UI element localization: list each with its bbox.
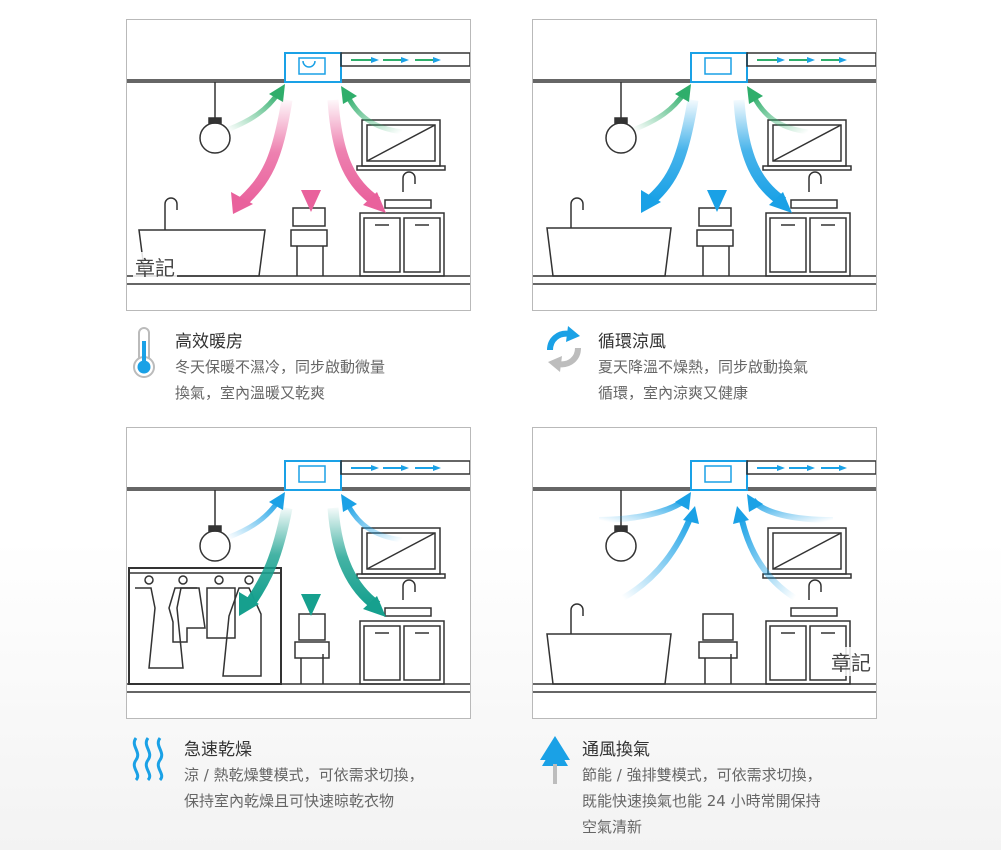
panel-drying (126, 427, 471, 719)
caption-line: 保持室內乾燥且可快速晾乾衣物 (184, 792, 395, 810)
caption-line: 換氣，室內溫暖又乾爽 (175, 384, 326, 402)
bathroom-illustration (127, 52, 470, 285)
panel-ventilation: 章記 (532, 427, 877, 719)
caption-line: 空氣清新 (582, 818, 643, 836)
caption-title: 高效暖房 (175, 332, 243, 352)
caption-description: 夏天降溫不燥熱，同步啟動換氣 循環，室內涼爽又健康 (598, 354, 808, 406)
caption-description: 涼 / 熱乾燥雙模式，可依需求切換， 保持室內乾燥且可快速晾乾衣物 (184, 762, 424, 814)
bathroom-illustration (533, 52, 876, 285)
panel-cooling (532, 19, 877, 311)
caption-line: 循環，室內涼爽又健康 (598, 384, 749, 402)
circulation-arrows-icon (540, 326, 588, 376)
caption-description: 節能 / 強排雙模式，可依需求切換， 既能快速換氣也能 24 小時常開保持 空氣… (582, 762, 822, 840)
caption-line: 涼 / 熱乾燥雙模式，可依需求切換， (184, 766, 424, 784)
bathroom-illustration (127, 460, 470, 693)
caption-line: 冬天保暖不濕冷，同步啟動微量 (175, 358, 386, 376)
watermark: 章記 (133, 252, 177, 281)
caption-title: 急速乾燥 (184, 740, 252, 760)
panel-heating: 章記 (126, 19, 471, 311)
caption-line: 節能 / 強排雙模式，可依需求切換， (582, 766, 822, 784)
caption-title: 通風換氣 (582, 740, 650, 760)
heat-waves-icon (128, 736, 168, 786)
caption-title: 循環涼風 (598, 332, 666, 352)
bathroom-illustration (533, 460, 876, 693)
caption-line: 既能快速換氣也能 24 小時常開保持 (582, 792, 821, 810)
caption-description: 冬天保暖不濕冷，同步啟動微量 換氣，室內溫暖又乾爽 (175, 354, 385, 406)
watermark: 章記 (829, 647, 873, 676)
thermometer-icon (130, 325, 158, 385)
caption-line: 夏天降溫不燥熱，同步啟動換氣 (598, 358, 809, 376)
up-arrow-icon (540, 736, 570, 790)
